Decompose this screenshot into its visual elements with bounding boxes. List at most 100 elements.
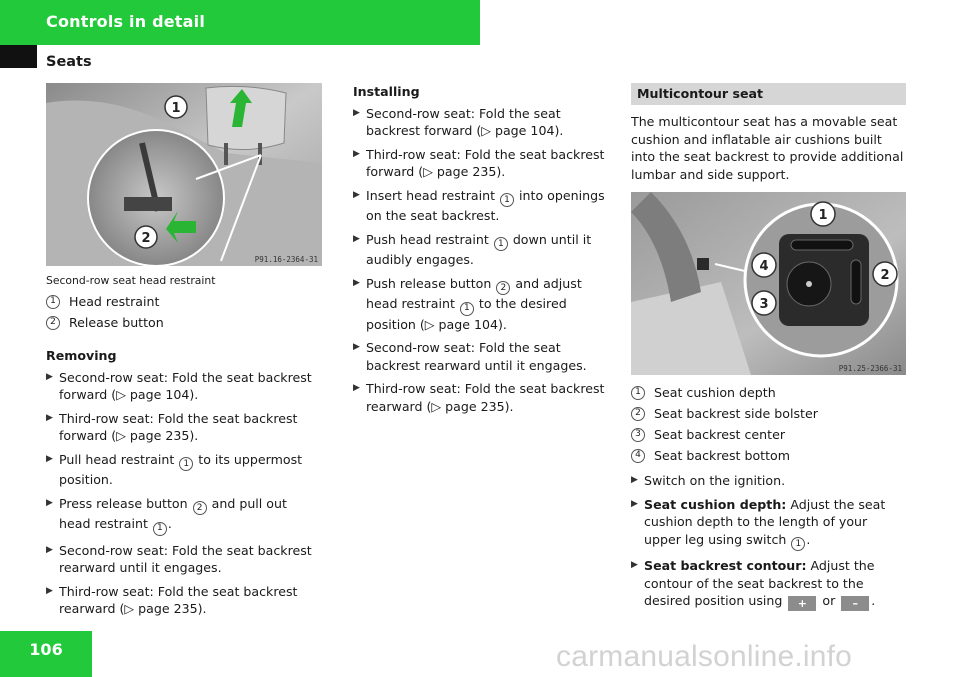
callout-3-label: 3 xyxy=(759,297,768,312)
step-text: . xyxy=(167,516,172,531)
step-text: Pull head restraint xyxy=(59,451,179,467)
legend-label: Seat backrest center xyxy=(654,426,785,442)
step-text: into openings on the seat backrest. xyxy=(366,187,605,224)
step-text: Second-row seat: Fold the seat backrest … xyxy=(59,542,312,576)
legend-label: Head restraint xyxy=(69,293,160,309)
column-left: 1 2 P91.16-2364-31 Second-row seat head … xyxy=(46,83,322,624)
multicontour-photo: 1 2 3 4 P91.25-2366-31 xyxy=(631,192,906,375)
legend-item: 2 Release button xyxy=(46,312,322,333)
callout-2-label: 2 xyxy=(880,268,889,283)
figure-caption: Second-row seat head restraint xyxy=(46,274,216,287)
legend-label: Seat backrest side bolster xyxy=(654,405,818,421)
step-text: Second-row seat: Fold the seat backrest … xyxy=(366,340,587,373)
step-arrow-icon: ▶ xyxy=(46,371,53,382)
figure-code: P91.25-2366-31 xyxy=(838,364,902,373)
step-item: ▶Push release button 2 and adjust head r… xyxy=(353,275,615,334)
page-number-box xyxy=(0,631,92,677)
step-item: ▶Seat backrest contour: Adjust the conto… xyxy=(631,557,906,611)
step-text: to the desired position (▷ page 104). xyxy=(366,296,567,332)
step-text: Third-row seat: Fold the seat backrest r… xyxy=(59,583,298,617)
callout-4-label: 4 xyxy=(759,259,768,274)
callout-2-marker xyxy=(134,225,158,249)
callout-1-label: 1 xyxy=(818,208,827,223)
step-item: ▶Seat cushion depth: Adjust the seat cus… xyxy=(631,496,906,551)
page-number: 106 xyxy=(29,640,63,659)
step-arrow-icon: ▶ xyxy=(631,498,638,509)
number-marker: 3 xyxy=(631,427,645,442)
legend-label: Release button xyxy=(69,314,164,330)
step-item: ▶ Switch on the ignition. xyxy=(631,472,906,490)
step-item: ▶ Second-row seat: Fold the seat backrest… xyxy=(353,339,615,374)
step-text: and pull out head restraint xyxy=(59,495,287,532)
step-item: ▶ Third-row seat: Fold the seat backrest … xyxy=(353,380,615,415)
step-item: ▶ Second-row seat: Fold the seat backrest… xyxy=(353,105,615,140)
removing-steps: ▶ Second-row seat: Fold the seat backrest… xyxy=(46,369,322,618)
step-text: Press release button xyxy=(59,495,192,511)
step-item: ▶Insert head restraint 1 into openings o… xyxy=(353,187,615,225)
step-text: down until it audibly engages. xyxy=(366,231,592,268)
step-text: Third-row seat: Fold the seat backrest r… xyxy=(366,381,605,414)
legend-item: 4 Seat backrest bottom xyxy=(631,445,906,466)
step-arrow-icon: ▶ xyxy=(46,412,53,423)
step-item: ▶ Third-row seat: Fold the seat backrest … xyxy=(46,583,322,618)
callout-1-label: 1 xyxy=(171,101,180,116)
step-item: ▶ Second-row seat: Fold the seat backrest… xyxy=(46,542,322,577)
number-marker: 2 xyxy=(192,501,207,515)
number-marker: 1 xyxy=(493,237,508,251)
legend-item: 2 Seat backrest side bolster xyxy=(631,403,906,424)
watermark: carmanualsonline.info xyxy=(556,640,853,673)
step-arrow-icon: ▶ xyxy=(46,453,53,464)
step-arrow-icon: ▶ xyxy=(353,107,360,118)
step-arrow-icon: ▶ xyxy=(631,560,638,570)
multicontour-intro: The multicontour seat has a movable seat… xyxy=(631,114,904,182)
section-tab-marker xyxy=(0,45,37,68)
step-text: Switch on the ignition. xyxy=(644,473,786,488)
head-restraint-illustration: 1 2 xyxy=(46,83,322,266)
chapter-title: Controls in detail xyxy=(46,12,205,31)
column-right: Multicontour seat The multicontour seat … xyxy=(631,83,906,617)
number-marker: 2 xyxy=(46,315,60,330)
step-arrow-icon: ▶ xyxy=(46,544,53,555)
step-arrow-icon: ▶ xyxy=(353,342,360,352)
number-marker: 1 xyxy=(791,537,806,551)
number-marker: 1 xyxy=(46,294,60,309)
callout-1-marker xyxy=(810,201,836,227)
legend-item: 1 Seat cushion depth xyxy=(631,382,906,403)
step-text: Second-row seat: Fold the seat backrest … xyxy=(366,105,564,139)
callout-1-marker xyxy=(164,95,188,119)
step-arrow-icon: ▶ xyxy=(353,233,360,244)
multicontour-heading: Multicontour seat xyxy=(631,83,906,105)
step-arrow-icon: ▶ xyxy=(353,189,360,200)
installing-steps: ▶ Second-row seat: Fold the seat backrest… xyxy=(353,105,615,416)
step-arrow-icon: ▶ xyxy=(631,475,638,485)
step-text: Push release button xyxy=(366,275,496,291)
step-text: Third-row seat: Fold the seat backrest f… xyxy=(366,146,605,180)
step-text: and adjust head restraint xyxy=(366,275,582,312)
legend-item: 1 Head restraint xyxy=(46,291,322,312)
callout-2-label: 2 xyxy=(141,231,150,246)
multicontour-switch-illustration: 1 2 3 4 xyxy=(631,192,906,375)
step-text: Third-row seat: Fold the seat backrest f… xyxy=(59,410,298,444)
removing-heading: Removing xyxy=(46,348,117,363)
step-title: Seat cushion depth: xyxy=(644,496,787,512)
figure-legend: 1 Seat cushion depth 2 Seat backrest sid… xyxy=(631,382,906,466)
step-arrow-icon: ▶ xyxy=(353,148,360,159)
step-item: ▶ Push head restraint 1 down until it aud… xyxy=(353,231,615,269)
step-text: Push head restraint xyxy=(366,231,493,247)
callout-4-marker xyxy=(751,252,777,278)
number-marker: 1 xyxy=(179,457,194,471)
installing-heading: Installing xyxy=(353,84,420,99)
plus-key-icon: + xyxy=(788,596,817,611)
number-marker: 2 xyxy=(631,406,645,421)
legend-label: Seat cushion depth xyxy=(654,384,776,400)
step-item: ▶Press release button 2 and pull out hea… xyxy=(46,495,322,536)
step-text: Insert head restraint xyxy=(366,187,500,203)
number-marker: 1 xyxy=(152,521,167,536)
step-text: . xyxy=(871,593,876,608)
callout-2-marker xyxy=(872,261,898,287)
step-item: ▶ Pull head restraint 1 to its uppermost … xyxy=(46,451,322,489)
step-arrow-icon: ▶ xyxy=(353,383,360,393)
step-arrow-icon: ▶ xyxy=(46,585,53,596)
callout-3-marker xyxy=(751,290,777,316)
step-text: to its uppermost position. xyxy=(59,451,303,488)
